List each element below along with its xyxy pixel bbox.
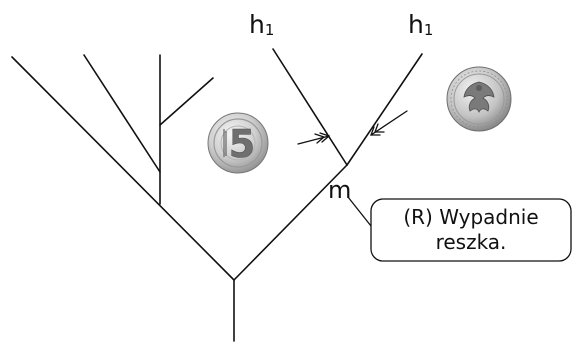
branch-h1-left [272,48,348,166]
diagonal-branch-a [83,54,161,173]
left-main-branch [11,56,235,281]
callout-text: (R) Wypadnie reszka. [403,205,539,254]
branch-label-h1-right-sub: 1 [423,21,434,39]
diagonal-branch-b [159,77,214,126]
callout-group [347,196,572,262]
branch-h1-right [346,53,423,166]
polish-eagle-coin-icon [446,66,512,132]
moment-label-m: m [328,176,352,204]
tree-branches [11,48,423,342]
arrow-right [370,110,408,136]
branch-label-h1-right: h1 [408,10,434,39]
branch-label-h1-left-sub: 1 [264,21,275,39]
arrow-left [297,132,331,145]
branch-label-h1-left-main: h [249,10,265,39]
polish-5-zloty-coin-icon: 5 [207,112,269,174]
coin-denomination: 5 [229,122,255,166]
callout-pointer [347,196,372,227]
callout-box [370,198,572,262]
right-main-branch [233,164,348,281]
branch-label-h1-left: h1 [249,10,275,39]
branch-label-h1-right-main: h [408,10,424,39]
